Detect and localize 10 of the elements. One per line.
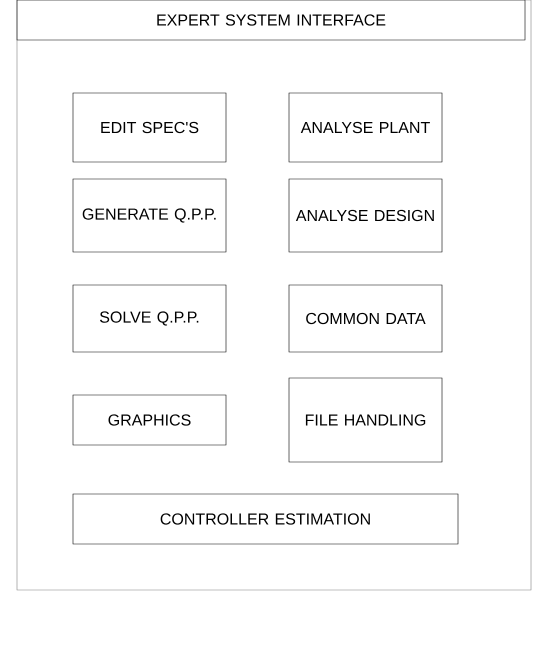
module-box: ANALYSE DESIGN [288, 178, 442, 252]
module-box: ANALYSE PLANT [288, 92, 442, 162]
module-box: COMMON DATA [288, 284, 442, 352]
module-box: EDIT SPEC'S [72, 92, 226, 162]
module-box: GRAPHICS [72, 394, 226, 446]
module-box: SOLVE Q.P.P. [72, 284, 226, 352]
module-box: GENERATE Q.P.P. [72, 178, 226, 252]
module-box: FILE HANDLING [288, 378, 442, 462]
module-box: EXPERT SYSTEM INTERFACE [16, 0, 526, 40]
module-box: CONTROLLER ESTIMATION [72, 494, 458, 544]
